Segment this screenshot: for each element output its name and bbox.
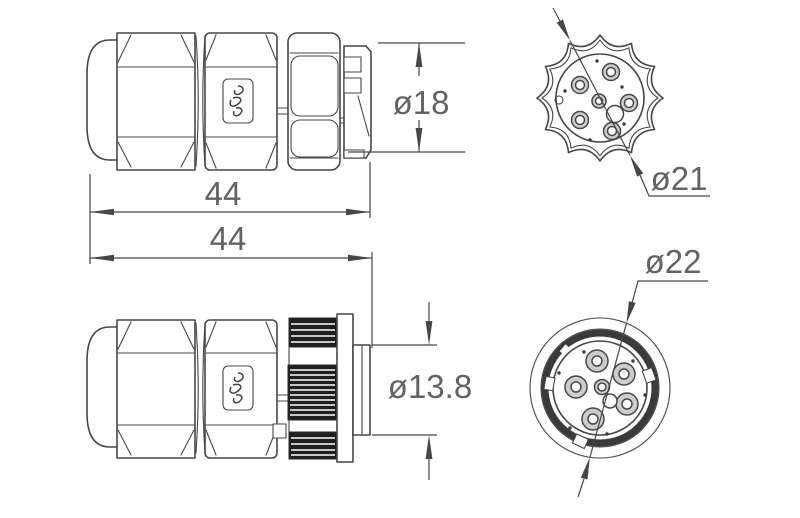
leader-arrow [580, 457, 590, 480]
dim-plug-face-diameter-label: ø21 [651, 160, 708, 197]
dimension-arrow-left [90, 254, 114, 262]
socket-sleeve-diameter-dimension: ø13.8 [372, 302, 472, 480]
latch-tab [272, 423, 287, 439]
dimension-arrow-up [425, 435, 433, 459]
dim-plug-length-label: 44 [205, 175, 242, 212]
plug-coupling-nut [287, 32, 341, 171]
polarizing-key [605, 104, 625, 124]
dim-plug-diameter-label: ø18 [393, 84, 450, 121]
socket-flange [336, 313, 354, 463]
socket-gland-nut [116, 319, 196, 459]
dim-socket-face-diameter-label: ø22 [645, 243, 702, 280]
plug-dome-cap [86, 39, 123, 161]
brand-logo [222, 365, 254, 411]
dim-socket-length-label: 44 [210, 220, 247, 257]
leader-arrow [556, 19, 570, 41]
socket-body [204, 319, 278, 459]
bayonet-tabs [543, 367, 657, 450]
pin-number-marks [557, 350, 647, 436]
plug-pins [570, 62, 639, 141]
socket-length-dimension: 44 [90, 220, 373, 348]
brand-logo [222, 78, 254, 124]
socket-knurled-ring [287, 317, 338, 460]
keyway-notch [554, 95, 564, 105]
scalloped-inner-ring [541, 39, 659, 157]
leader-arrow [630, 155, 644, 177]
dimension-arrow-right [346, 208, 370, 216]
pin-number-marks [563, 59, 626, 142]
socket-side-view [86, 313, 371, 463]
socket-face-diameter-dimension: ø22 [577, 243, 708, 498]
dimension-arrow-down [425, 321, 433, 345]
dimension-arrow-down [415, 128, 423, 152]
plug-gland-nut [116, 32, 196, 171]
plug-bayonet-end [343, 45, 372, 159]
dimension-arrow-right [348, 254, 372, 262]
plug-face-diameter-dimension: ø21 [552, 7, 710, 197]
socket-outer-ring [529, 317, 671, 459]
socket-dome-cap [86, 326, 123, 448]
dim-sleeve-diameter-label: ø13.8 [388, 368, 472, 405]
ring-keyway [559, 344, 573, 358]
socket-contacts [564, 349, 639, 431]
plug-insert-face [555, 53, 645, 143]
dimension-arrow-left [90, 208, 114, 216]
dimension-arrow-up [415, 43, 423, 67]
leader-arrow [626, 301, 636, 324]
scalloped-outer-ring [536, 34, 664, 162]
plug-side-view [86, 32, 372, 171]
plug-length-dimension: 44 [89, 162, 371, 264]
socket-face-view [529, 317, 671, 459]
plug-face-view [536, 34, 664, 162]
plug-diameter-dimension: ø18 [348, 42, 465, 153]
